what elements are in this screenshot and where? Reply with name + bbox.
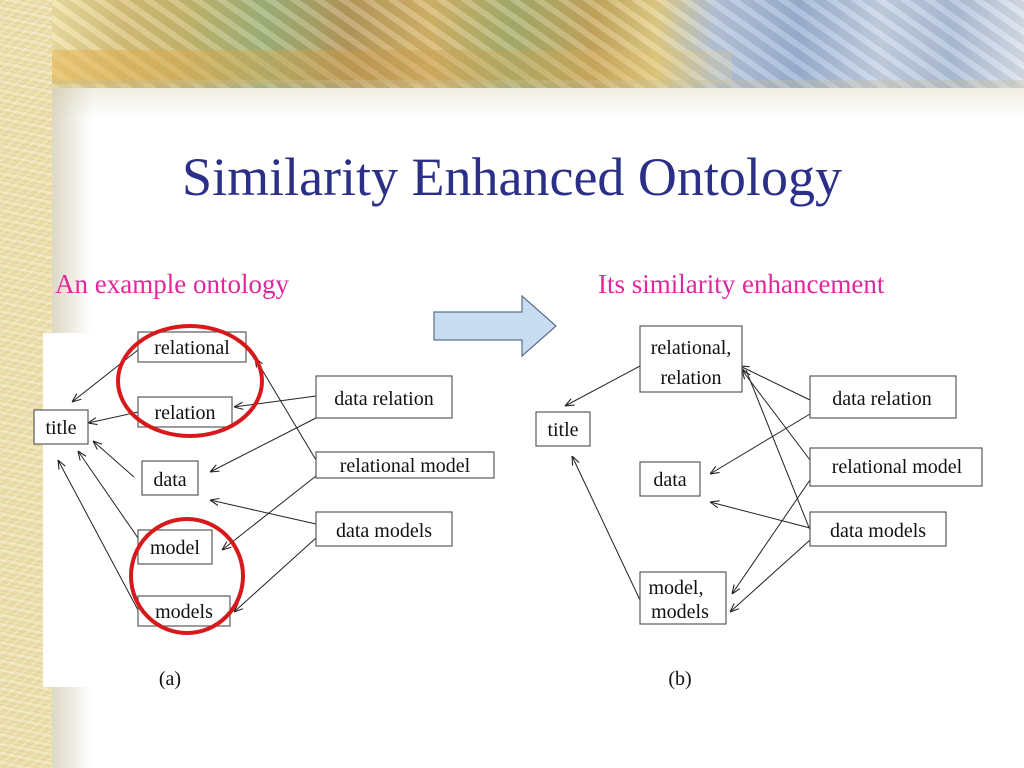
- node-a-data-relation-label: data relation: [334, 388, 433, 410]
- node-b-data-label: data: [653, 469, 686, 491]
- node-a-title: title: [33, 409, 89, 445]
- node-b-relational-model: relational model: [809, 447, 983, 487]
- node-a-relational-label: relational: [154, 337, 230, 359]
- edge-b-relationalmodel-modelmodels: [732, 479, 811, 594]
- edge-b-datarelation-data: [710, 413, 811, 474]
- highlight-circle-model: [129, 517, 245, 635]
- node-b-model-models: model, models: [639, 571, 727, 625]
- node-a-relation-label: relation: [154, 402, 215, 424]
- node-a-relational: relational: [137, 331, 247, 363]
- diagram-b-edges: [565, 365, 811, 612]
- node-b-data-relation-label: data relation: [832, 388, 931, 410]
- node-b-model-label: model,: [649, 577, 704, 599]
- caption-b: (b): [668, 668, 691, 690]
- node-a-model: model: [137, 529, 213, 565]
- decorative-banner: [0, 0, 1024, 88]
- node-a-data-models-label: data models: [336, 520, 432, 542]
- banner-stripe: [32, 50, 732, 84]
- node-a-model-label: model: [150, 537, 200, 559]
- edge-b-datamodels-data: [710, 502, 811, 529]
- diagram-b: title relational, relation data model, m…: [535, 325, 983, 690]
- node-a-title-label: title: [45, 417, 76, 439]
- caption-a: (a): [159, 668, 181, 690]
- edge-b-cross-line: [745, 369, 811, 531]
- edge-a-datarelation-relation: [234, 395, 317, 407]
- edge-a-relationalmodel-relational: [255, 358, 317, 461]
- diagram-a-edges: [58, 349, 317, 612]
- node-a-data-label: data: [153, 469, 186, 491]
- node-a-data-models: data models: [315, 511, 453, 547]
- slide-title: Similarity Enhanced Ontology: [182, 147, 842, 207]
- node-b-relation-label: relation: [660, 367, 721, 389]
- edge-a-model-title: [78, 451, 139, 539]
- node-a-models-label: models: [155, 601, 213, 623]
- node-a-relational-model: relational model: [315, 451, 495, 479]
- left-heading: An example ontology: [55, 269, 289, 299]
- node-b-data-relation: data relation: [809, 375, 957, 419]
- node-b-relational-label: relational,: [651, 337, 732, 359]
- edge-a-datamodels-data: [210, 500, 317, 525]
- edge-b-relationalmodel-relrelation: [742, 370, 811, 461]
- highlight-circle-relational: [116, 324, 264, 438]
- node-b-relational-relation: relational, relation: [639, 325, 743, 393]
- edge-a-datamodels-models: [234, 537, 317, 612]
- node-b-data-models-label: data models: [830, 520, 926, 542]
- node-b-relational-model-label: relational model: [832, 456, 963, 478]
- edge-a-data-title: [93, 441, 135, 478]
- edge-b-modelmodels-title: [572, 456, 641, 601]
- edge-b-datamodels-modelmodels: [730, 539, 811, 612]
- right-heading: Its similarity enhancement: [598, 269, 885, 299]
- node-a-data: data: [141, 460, 199, 496]
- transition-arrow: [433, 294, 557, 358]
- node-b-title: title: [535, 411, 591, 447]
- node-b-models-label: models: [651, 601, 709, 623]
- node-a-relational-model-label: relational model: [340, 455, 471, 477]
- diagram-a: title relational relation data model mod…: [33, 324, 513, 690]
- edge-a-relational-title: [72, 349, 139, 402]
- node-b-data: data: [639, 461, 701, 497]
- node-b-title-label: title: [547, 419, 578, 441]
- node-a-relation: relation: [137, 396, 233, 428]
- node-b-data-models: data models: [809, 511, 947, 547]
- edge-b-relrelation-title: [565, 365, 641, 406]
- edge-a-models-title: [58, 460, 139, 611]
- top-shadow: [52, 80, 1024, 120]
- node-a-data-relation: data relation: [315, 375, 453, 419]
- edge-b-datarelation-relrelation: [740, 366, 811, 401]
- edge-a-datarelation-data: [210, 417, 317, 472]
